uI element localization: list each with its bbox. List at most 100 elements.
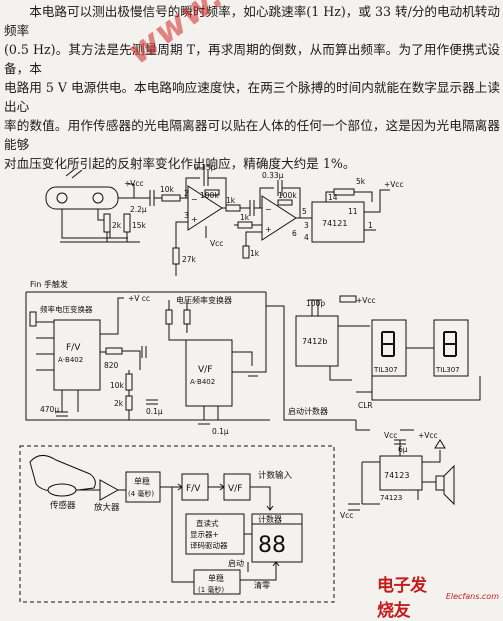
label-vcc-right: +Vcc [384, 180, 404, 189]
label-vf-converter: 电压频率变换器 [176, 295, 232, 305]
label-ic-74123b: 74123 [380, 494, 402, 502]
bd-counter-label: 计数器 [258, 514, 282, 524]
ic-7412b [295, 315, 339, 367]
site-logo: 电子发烧友 Elecfans.com [377, 576, 499, 621]
sensor-front-end: − + − + [45, 167, 390, 276]
bd-start-label: 启动 [228, 558, 244, 568]
label-start-counter: 启动计数器 [288, 406, 328, 416]
label-pin-5: 5 [302, 207, 307, 216]
label-vcc-speaker: +Vcc [418, 431, 438, 440]
label-vcc-low2: Vcc [340, 511, 353, 520]
label-res-27k: 27k [182, 255, 197, 264]
converter-section [25, 291, 481, 431]
fv-block [181, 473, 209, 501]
vf-block [223, 473, 251, 501]
bd-driver-line3: 译码驱动器 [190, 540, 228, 550]
bd-clear-label: 清零 [254, 580, 270, 590]
svg-text:−: − [191, 195, 198, 204]
bd-count-input-label: 计数输入 [258, 470, 293, 481]
bd-mono-b-line1: 单稳 [208, 573, 224, 583]
label-pin-4: 4 [304, 233, 309, 242]
label-ic-74123: 74123 [384, 471, 409, 480]
bd-display-digits: 88 [258, 533, 286, 558]
display-til307-a [371, 319, 407, 377]
bd-amplifier-label: 放大器 [94, 502, 120, 513]
article-line-4: 率的数值。用作传感器的光电隔离器可以贴在人体的任何一个部位，这是因为光电隔离器能… [4, 118, 500, 152]
label-ic-7412b: 7412b [302, 337, 327, 346]
label-vcc-mid: Vcc [210, 239, 223, 248]
label-res-100k-a: 100k [200, 191, 219, 200]
display-driver-block [185, 513, 245, 555]
label-pin-3b: 3 [304, 221, 309, 230]
bd-mono-b-line2: (1 毫秒) [198, 585, 224, 594]
bd-sensor-label: 传感器 [50, 500, 76, 511]
ic-74121 [311, 201, 365, 243]
phototransistor-icon [92, 192, 104, 204]
label-display-b: TIL307 [435, 366, 460, 374]
label-res-2k-b: 2k [114, 399, 124, 408]
article-text: 本电路可以测出极慢信号的瞬时频率，如心跳速率(1 Hz)，或 33 转/分的电动… [4, 2, 500, 173]
label-cap-033-b: 0.33μ [262, 171, 284, 180]
article-line-2: (0.5 Hz)。其方法是先测量周期 T，再求周期的倒数，从而算出频率。为了用作… [4, 42, 500, 76]
label-pin-1: 1 [368, 221, 373, 230]
label-res-15k: 15k [132, 221, 147, 230]
label-res-820: 820 [104, 361, 119, 370]
label-fv-converter: 频率电压变换器 [40, 304, 93, 314]
light-rays-icon [65, 167, 83, 179]
label-pin-11: 11 [348, 207, 358, 216]
label-pin-3: 3 [184, 211, 189, 220]
label-pin-6: 6 [292, 229, 297, 238]
ic-74123 [379, 455, 423, 491]
bd-fv-label: F/V [186, 484, 201, 494]
article-line-3: 电路用 5 V 电源供电。本电路响应速度快，在两三个脉搏的时间内就能在数字显示器… [4, 80, 500, 114]
svg-text:+: + [265, 225, 272, 234]
amplifier-block [99, 479, 120, 501]
label-trigger: Fin 手触发 [30, 279, 68, 289]
label-cap-470u: 470μ [40, 405, 59, 414]
svg-text:−: − [265, 205, 272, 214]
label-vcc-fv: +V cc [128, 294, 150, 303]
bd-mono-a-line1: 单稳 [134, 476, 150, 486]
label-ic-74121: 74121 [322, 219, 347, 228]
article-line-1: 本电路可以测出极慢信号的瞬时频率，如心跳速率(1 Hz)，或 33 转/分的电动… [4, 4, 500, 38]
bd-vf-label: V/F [228, 484, 242, 494]
label-cap-01u-a: 0.1μ [146, 407, 163, 416]
finger-sensor-icon [29, 455, 96, 493]
label-pin-2: 2 [184, 189, 189, 198]
logo-sub: Elecfans.com [445, 591, 499, 601]
fv-ic [53, 319, 101, 391]
monostable-1ms-block [193, 569, 241, 595]
label-res-1k-b: 1k [240, 213, 250, 222]
svg-text:+: + [191, 215, 198, 224]
label-res-5k: 5k [356, 177, 366, 186]
bd-mono-a-line2: (4 毫秒) [128, 489, 154, 498]
label-pin-14: 14 [328, 193, 338, 202]
label-cap-6u: 6μ [398, 445, 408, 454]
opamp-2 [261, 195, 297, 241]
label-res-1k-c: 1k [250, 249, 260, 258]
label-fv-part: A·B402 [58, 356, 83, 364]
opamp-1 [187, 185, 223, 231]
label-res-1k-a: 1k [226, 196, 236, 205]
label-cap-2u2: 2.2μ [130, 205, 147, 214]
bd-driver-line2: 显示器+ [190, 530, 219, 539]
label-cap-033-a: 0.33μ [194, 163, 216, 172]
label-vcc-low: Vcc [384, 431, 397, 440]
block-diagram-frame [19, 445, 335, 603]
label-vcc-top: +Vcc [124, 179, 144, 188]
label-vf-part: A·B402 [190, 378, 215, 386]
vf-ic [185, 339, 233, 407]
label-clr: CLR [358, 401, 373, 410]
label-res-10k-b: 10k [110, 381, 125, 390]
speaker-icon [443, 464, 455, 506]
block-diagram [19, 445, 335, 603]
bd-driver-line1: 直读式 [196, 518, 219, 528]
label-res-2k: 2k [112, 221, 122, 230]
label-fv-name: F/V [66, 343, 81, 353]
article-line-5: 对血压变化所引起的反射率变化作出响应，精确度大约是 1%。 [4, 156, 356, 171]
label-cap-100p: 100p [306, 299, 325, 308]
alarm-section [348, 439, 455, 511]
